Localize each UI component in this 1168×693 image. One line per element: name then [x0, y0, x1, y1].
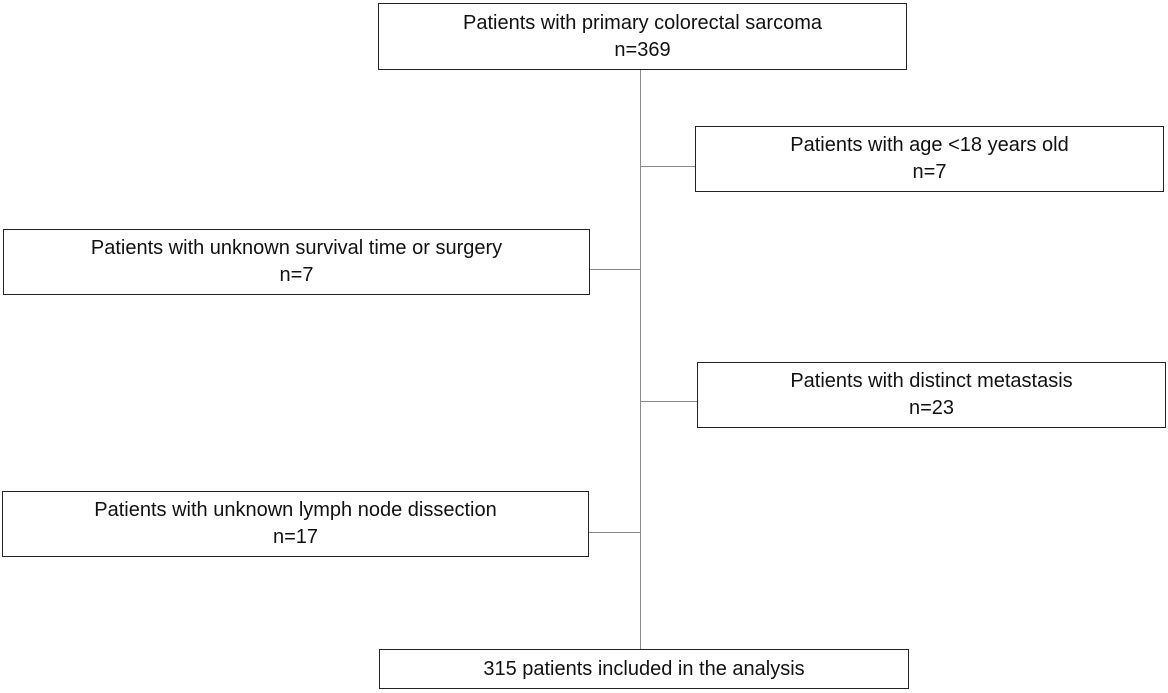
- exclusion-box-title: Patients with unknown lymph node dissect…: [94, 499, 497, 521]
- connector-exclusion-survival: [589, 269, 641, 270]
- start-box-count: n=369: [614, 38, 671, 61]
- exclusion-box-count: n=7: [912, 161, 947, 183]
- start-box-title: Patients with primary colorectal sarcoma: [462, 11, 822, 34]
- exclusion-box-title: Patients with unknown survival time or s…: [90, 237, 503, 259]
- exclusion-box-lymph: Patients with unknown lymph node dissect…: [2, 491, 589, 557]
- final-box: 315 patients included in the analysis: [379, 649, 909, 689]
- exclusion-box-title: Patients with distinct metastasis: [790, 370, 1073, 392]
- exclusion-box-age: Patients with age <18 years old n=7: [695, 126, 1164, 192]
- main-vertical-connector: [640, 69, 641, 649]
- exclusion-box-count: n=17: [272, 526, 319, 548]
- exclusion-box-metastasis: Patients with distinct metastasis n=23: [697, 362, 1166, 428]
- exclusion-box-count: n=23: [908, 397, 955, 419]
- connector-exclusion-age: [640, 166, 696, 167]
- connector-exclusion-lymph: [589, 532, 641, 533]
- exclusion-box-title: Patients with age <18 years old: [790, 134, 1069, 156]
- exclusion-box-count: n=7: [279, 264, 314, 286]
- start-box: Patients with primary colorectal sarcoma…: [378, 3, 907, 70]
- exclusion-box-survival: Patients with unknown survival time or s…: [3, 229, 590, 295]
- connector-exclusion-metastasis: [640, 401, 698, 402]
- final-box-title: 315 patients included in the analysis: [483, 657, 805, 680]
